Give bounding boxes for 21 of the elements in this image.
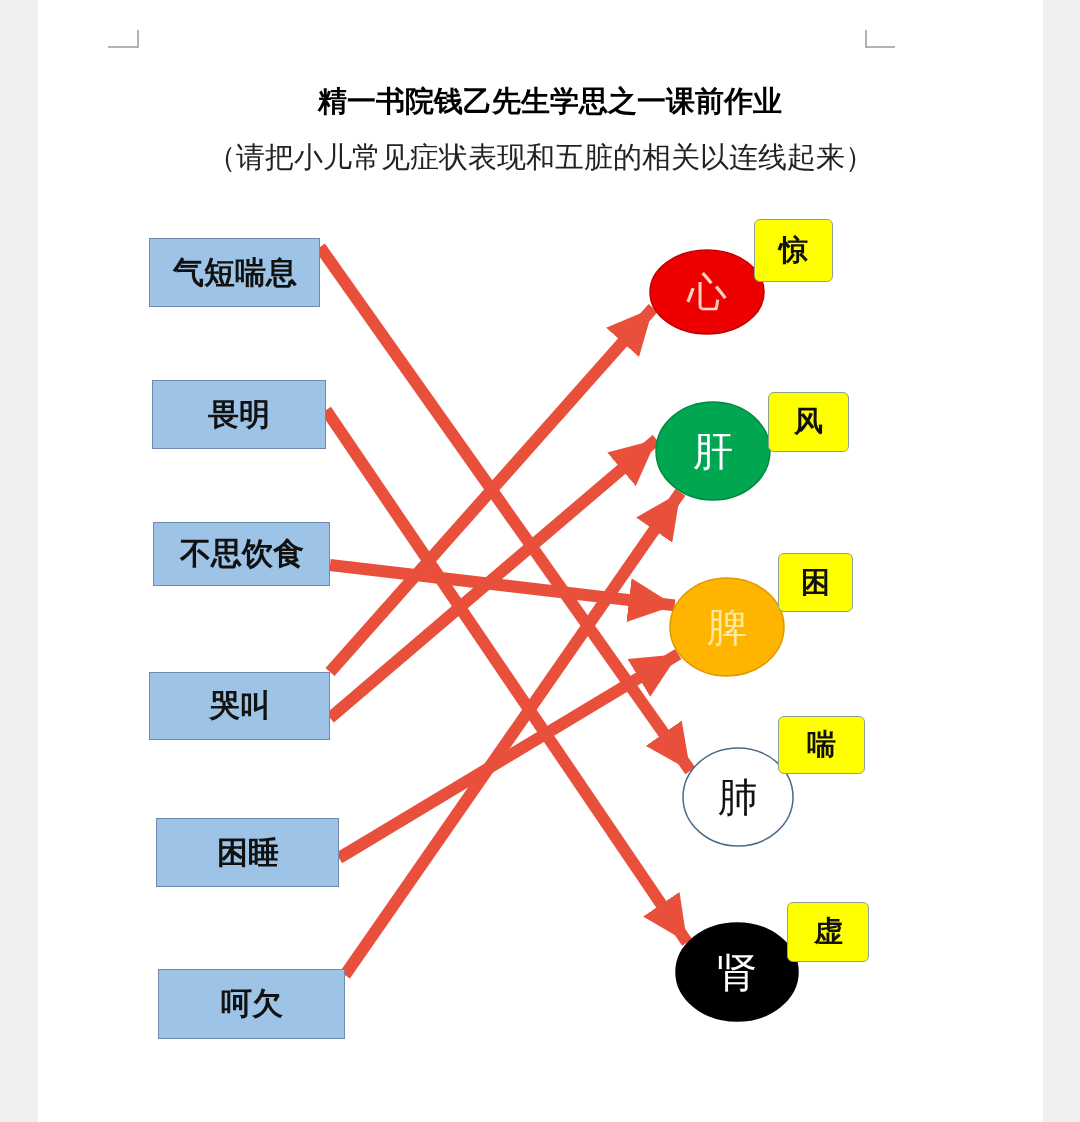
tag-box: 困 (778, 553, 853, 612)
organ-circle: 脾 (669, 577, 785, 677)
arrow (325, 304, 658, 676)
organ-circle: 肝 (655, 401, 771, 501)
tag-box: 风 (768, 392, 849, 452)
symptom-box: 气短喘息 (149, 238, 320, 307)
symptom-box: 困睡 (156, 818, 339, 887)
arrow (329, 559, 676, 622)
tag-box: 惊 (754, 219, 833, 282)
organ-circle: 心 (649, 249, 765, 335)
organ-circle: 肾 (675, 922, 799, 1022)
organ-circle: 肺 (682, 747, 794, 847)
symptom-box: 不思饮食 (153, 522, 330, 586)
subtitle: （请把小儿常见症状表现和五脏的相关以连线起来） (205, 139, 875, 176)
tag-box: 虚 (787, 902, 869, 962)
symptom-box: 哭叫 (149, 672, 330, 740)
arrow (340, 488, 686, 979)
title: 精一书院钱乙先生学思之一课前作业 (316, 83, 783, 120)
symptom-box: 畏明 (152, 380, 326, 449)
symptom-box: 呵欠 (158, 969, 345, 1039)
tag-box: 喘 (778, 716, 865, 774)
